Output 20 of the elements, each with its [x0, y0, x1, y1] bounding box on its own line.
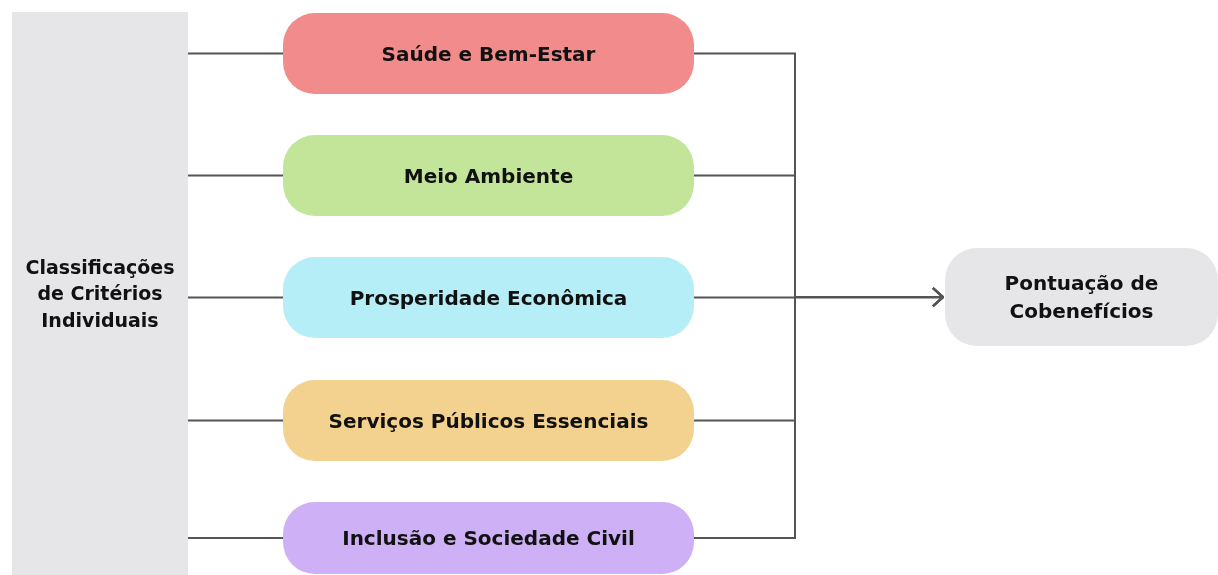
box-label: Classificações de Critérios Individuais — [24, 254, 176, 333]
box-label: Meio Ambiente — [403, 162, 574, 190]
connector-line — [187, 174, 284, 177]
rounded-box — [283, 380, 694, 461]
rounded-box — [283, 135, 694, 216]
connector-line — [187, 296, 284, 299]
box-label: Pontuação de Cobenefícios — [1003, 270, 1160, 325]
connector-line — [187, 52, 284, 55]
rounded-box — [283, 257, 694, 338]
connector-line — [187, 419, 284, 422]
box-label: Saúde e Bem-Estar — [381, 40, 596, 68]
rounded-box — [283, 502, 694, 574]
box-label: Prosperidade Econômica — [349, 284, 628, 312]
rounded-box — [283, 13, 694, 94]
rounded-box — [945, 248, 1218, 346]
box-label: Serviços Públicos Essenciais — [328, 407, 649, 435]
category-band — [12, 12, 188, 575]
arrow — [693, 287, 944, 539]
connector-line — [187, 537, 284, 539]
box-label: Inclusão e Sociedade Civil — [342, 525, 635, 552]
